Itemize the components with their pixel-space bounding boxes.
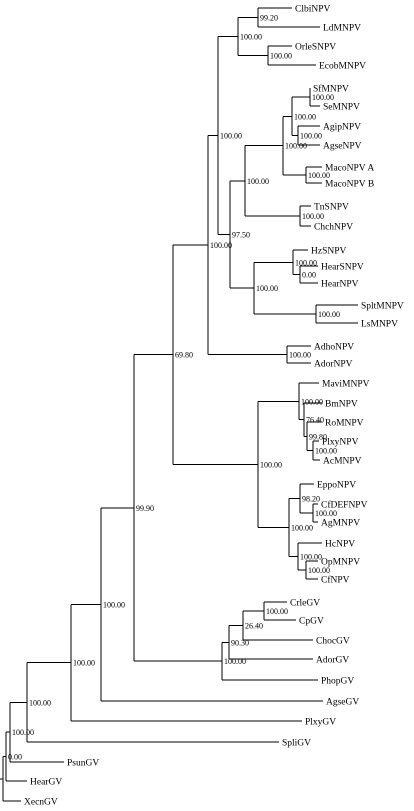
- bootstrap-value: 100.00: [210, 241, 232, 250]
- bootstrap-value: 69.80: [175, 351, 193, 360]
- bootstrap-value: 100.00: [318, 310, 340, 319]
- bootstrap-value: 100.00: [300, 553, 322, 562]
- leaf-label: EppoNPV: [317, 481, 356, 491]
- bootstrap-value: 100.00: [220, 131, 242, 140]
- leaf-label: LdMNPV: [323, 24, 361, 34]
- leaf-label: OrleSNPV: [295, 43, 336, 53]
- leaf-label: AcMNPV: [323, 457, 362, 467]
- bootstrap-value: 98.20: [302, 495, 320, 504]
- leaf-label: SeMNPV: [323, 103, 360, 113]
- leaf-label: RoMNPV: [325, 419, 364, 429]
- bootstrap-value: 100.00: [103, 600, 125, 609]
- leaf-label: PlxyNPV: [322, 438, 359, 448]
- leaf-label: HcNPV: [325, 540, 355, 550]
- bootstrap-value: 97.50: [232, 230, 250, 239]
- bootstrap-value: 100.00: [285, 142, 307, 151]
- leaf-label: HzSNPV: [311, 247, 347, 257]
- bootstrap-value: 100.00: [73, 659, 95, 668]
- leaf-label: HearGV: [30, 778, 62, 788]
- leaf-label: CpGV: [299, 617, 324, 627]
- bootstrap-value: 99.90: [136, 504, 154, 513]
- bootstrap-value: 100.00: [302, 212, 324, 221]
- leaf-label: SfMNPV: [313, 84, 349, 95]
- leaf-label: CfDEFNPV: [321, 500, 368, 511]
- bootstrap-value: 100.00: [301, 397, 323, 406]
- leaf-label: CrleGV: [290, 599, 320, 609]
- leaf-label: CfNPV: [321, 575, 350, 586]
- leaf-label: AgipNPV: [323, 123, 361, 133]
- leaf-label: PhopGV: [321, 677, 354, 687]
- leaf-label: SpliGV: [282, 739, 311, 749]
- bootstrap-value: 76.40: [306, 416, 324, 425]
- leaf-label: PlxyGV: [305, 718, 336, 728]
- leaf-label: SpltMNPV: [361, 302, 404, 312]
- leaf-label: LsMNPV: [361, 320, 398, 330]
- bootstrap-value: 100.00: [12, 728, 34, 737]
- leaf-label: XecnGV: [24, 798, 58, 808]
- bootstrap-value: 0.00: [8, 753, 22, 762]
- leaf-label: AgseNPV: [323, 142, 362, 152]
- leaf-label: TnSNPV: [314, 203, 349, 213]
- bootstrap-value: 100.00: [240, 33, 262, 42]
- bootstrap-value: 100.00: [289, 351, 311, 360]
- leaf-label: OpMNPV: [321, 558, 360, 568]
- leaf-label: ClbiNPV: [295, 5, 331, 15]
- bootstrap-value: 100.00: [312, 93, 334, 102]
- bootstrap-value: 100.00: [260, 460, 282, 469]
- leaf-label: MacoNPV B: [325, 180, 374, 190]
- leaf-label: ChchNPV: [314, 223, 353, 233]
- bootstrap-value: 100.00: [294, 112, 316, 121]
- leaf-label: AdhoNPV: [314, 343, 354, 353]
- leaf-label: PsunGV: [67, 759, 99, 769]
- tree-branches: [0, 7, 358, 802]
- bootstrap-value: 100.00: [29, 698, 51, 707]
- bootstrap-value: 100.00: [256, 284, 278, 293]
- leaf-label: BmNPV: [325, 400, 358, 410]
- bootstrap-value: 100.00: [295, 258, 317, 267]
- bootstrap-value: 100.00: [270, 52, 292, 61]
- leaf-label: AgMNPV: [321, 519, 360, 529]
- leaf-label: MacoNPV A: [325, 164, 374, 174]
- bootstrap-value: 100.00: [315, 447, 337, 456]
- leaf-label: HearSNPV: [321, 263, 364, 273]
- bootstrap-value: 0.00: [302, 271, 316, 280]
- bootstrap-value: 90.30: [231, 638, 249, 647]
- bootstrap-value: 100.00: [247, 177, 269, 186]
- bootstrap-value: 100.00: [315, 509, 337, 518]
- leaf-label: MaviMNPV: [322, 380, 370, 390]
- leaf-label: HearNPV: [321, 280, 359, 290]
- leaf-label: AgseGV: [326, 698, 359, 708]
- bootstrap-value: 100.00: [308, 566, 330, 575]
- leaf-label: EcobMNPV: [319, 62, 366, 72]
- bootstrap-value: 99.80: [309, 432, 327, 441]
- bootstrap-value: 100.00: [266, 607, 288, 616]
- leaf-label: AdorGV: [316, 656, 349, 666]
- bootstrap-value: 100.00: [224, 657, 246, 666]
- bootstrap-value: 100.00: [291, 524, 313, 533]
- bootstrap-value: 99.20: [260, 14, 278, 23]
- bootstrap-value: 26.40: [245, 622, 263, 631]
- leaf-label: ChocGV: [316, 637, 350, 647]
- tree-labels: ClbiNPV LdMNPV OrleSNPV EcobMNPV SfMNPV SeMNP…: [8, 5, 404, 808]
- leaf-label: AdorNPV: [314, 360, 353, 370]
- bootstrap-value: 100.00: [300, 132, 322, 141]
- bootstrap-value: 100.00: [308, 171, 330, 180]
